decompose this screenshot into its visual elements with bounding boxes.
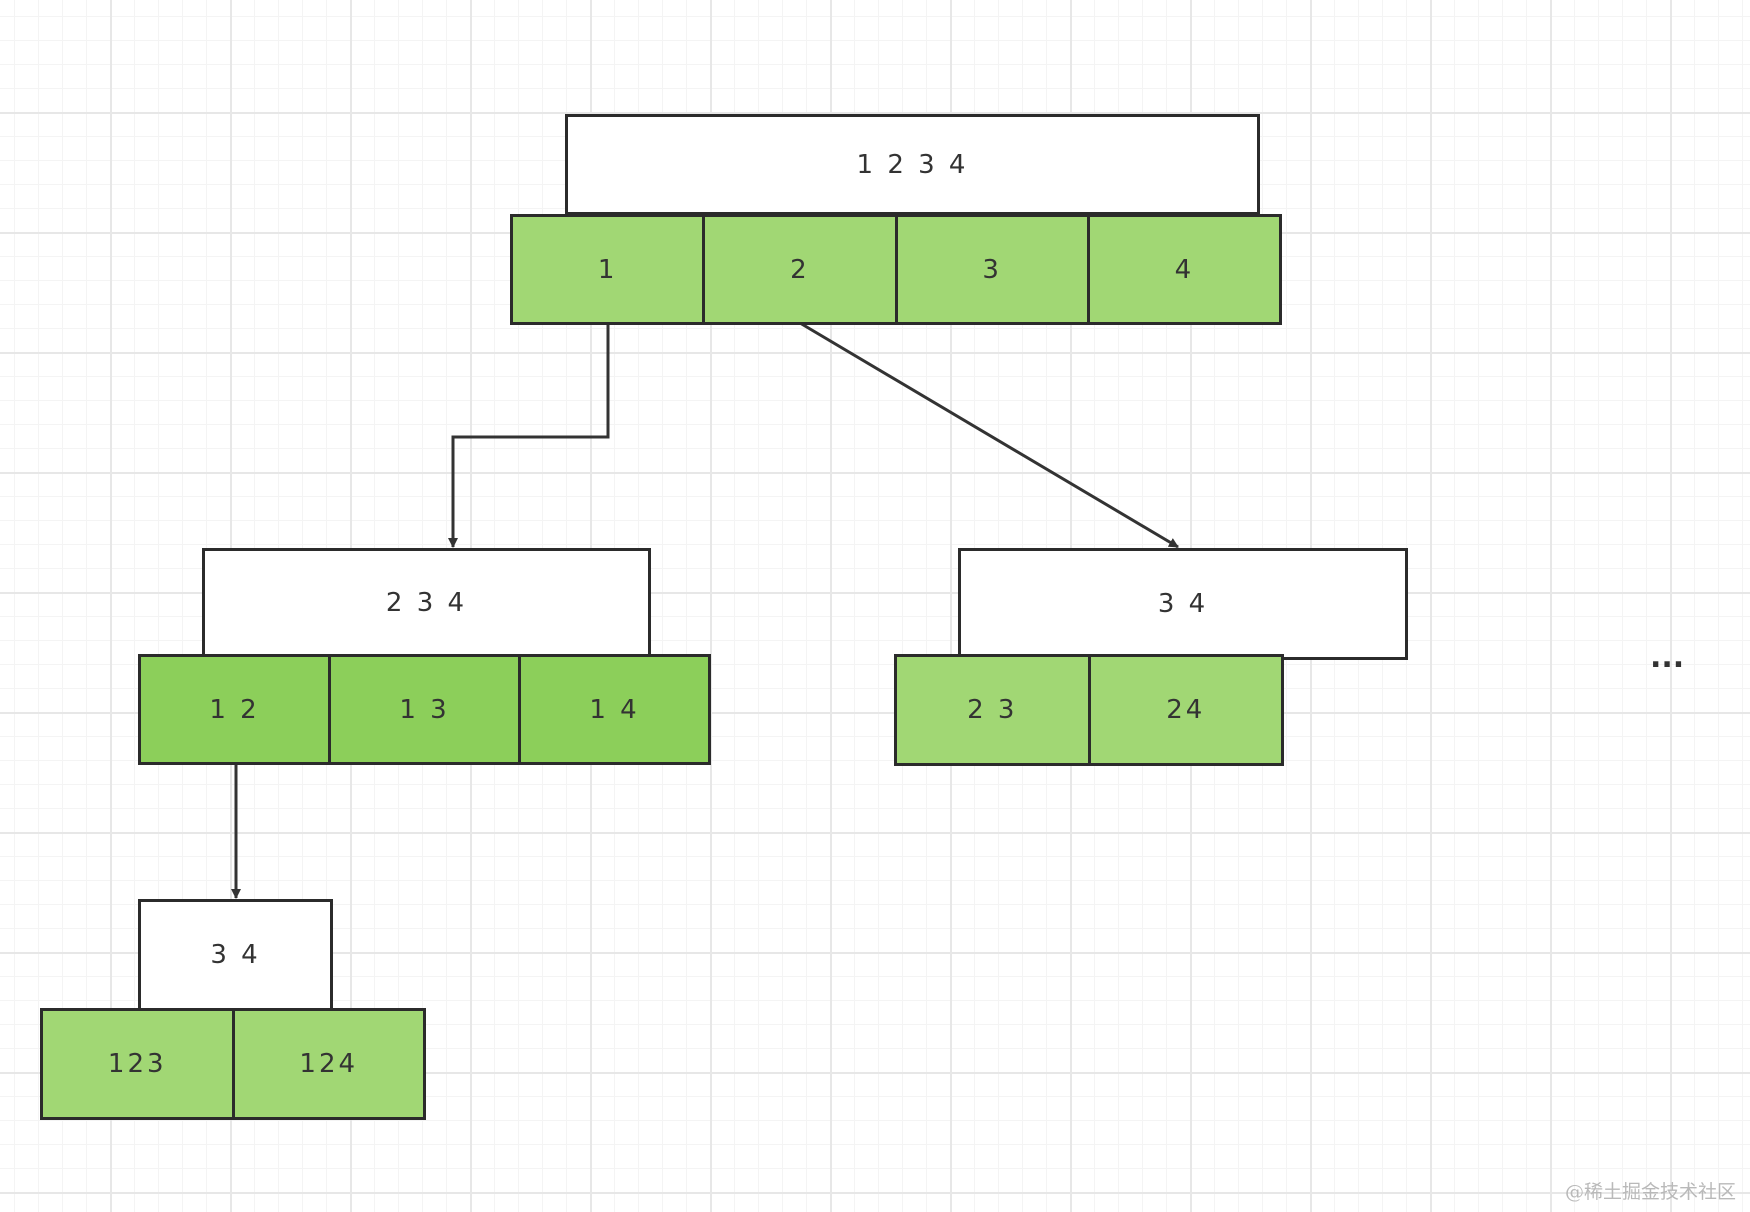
node-34-bottom-cell-124[interactable]: 124 xyxy=(231,1011,423,1117)
root-cell-2[interactable]: 2 xyxy=(702,217,895,322)
node-234-cell-14[interactable]: 1 4 xyxy=(518,657,708,762)
node-34-bottom-cell-123[interactable]: 123 xyxy=(43,1011,232,1117)
node-234-label: 2 3 4 xyxy=(202,548,651,657)
node-234-cells: 1 2 1 3 1 4 xyxy=(138,654,711,765)
root-node-cells: 1 2 3 4 xyxy=(510,214,1282,325)
node-34-cells: 2 3 24 xyxy=(894,654,1284,766)
root-node-label: 1 2 3 4 xyxy=(565,114,1260,215)
node-34-label: 3 4 xyxy=(958,548,1408,660)
node-34-cell-24[interactable]: 24 xyxy=(1087,657,1281,763)
root-cell-4[interactable]: 4 xyxy=(1086,217,1279,322)
node-234-cell-13[interactable]: 1 3 xyxy=(328,657,518,762)
root-cell-1[interactable]: 1 xyxy=(513,217,703,322)
node-234-cell-12[interactable]: 1 2 xyxy=(141,657,328,762)
arrow-root-cell-2-to-node-34 xyxy=(799,321,1179,549)
root-cell-3[interactable]: 3 xyxy=(894,217,1087,322)
more-indicator: ... xyxy=(1650,640,1685,675)
arrow-root-cell-1-to-node-234 xyxy=(448,322,610,548)
watermark: @稀土掘金技术社区 xyxy=(1564,1181,1736,1203)
node-34-bottom-cells: 123 124 xyxy=(40,1008,426,1120)
node-34-bottom-label: 3 4 xyxy=(138,899,333,1011)
node-34-cell-23[interactable]: 2 3 xyxy=(897,657,1088,763)
